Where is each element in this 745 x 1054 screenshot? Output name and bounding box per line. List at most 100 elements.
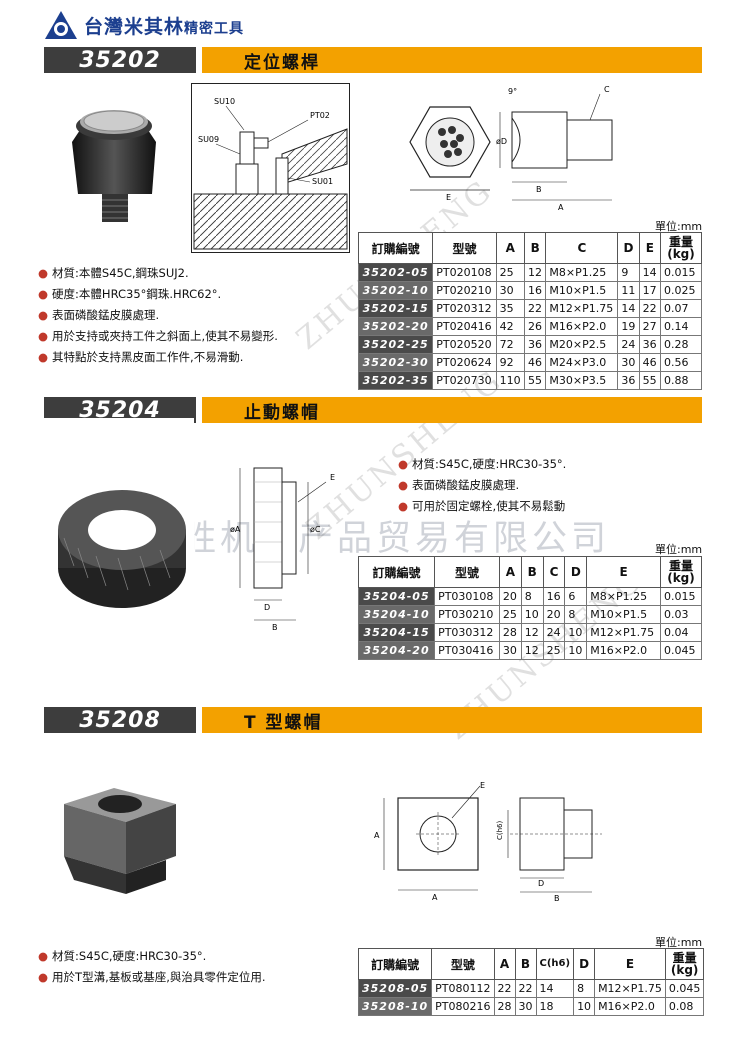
table-cell: 10 bbox=[520, 605, 544, 624]
table-cell: 20 bbox=[498, 587, 522, 606]
order-code-cell: 35204-15 bbox=[357, 623, 436, 642]
table-cell: 12 bbox=[520, 623, 544, 642]
table-cell: 0.08 bbox=[664, 997, 705, 1016]
table-cell: 12 bbox=[524, 263, 547, 282]
label-su10: SU10 bbox=[214, 97, 235, 106]
table-cell: 10 bbox=[564, 623, 588, 642]
table-cell: 8 bbox=[573, 979, 596, 998]
col-model: 型號 bbox=[432, 232, 497, 264]
col-e: E bbox=[638, 232, 662, 264]
note-item: ●材質:S45C,硬度:HRC30-35°. bbox=[398, 457, 567, 471]
table-cell: 110 bbox=[495, 371, 526, 390]
table-cell: 16 bbox=[542, 587, 566, 606]
order-code-cell: 35208-05 bbox=[357, 979, 433, 998]
section-header: 35202 定位螺桿 bbox=[44, 47, 702, 73]
table-cell: 92 bbox=[495, 353, 526, 372]
order-code-cell: 35204-05 bbox=[357, 587, 436, 606]
table-cell: 0.045 bbox=[660, 641, 702, 660]
table-cell: 20 bbox=[542, 605, 566, 624]
note-item: ●其特點於支持黑皮面工作件,不易滑動. bbox=[38, 350, 244, 364]
table-cell: M30×P3.5 bbox=[545, 371, 619, 390]
order-code-cell: 35202-15 bbox=[357, 299, 434, 318]
table-cell: 0.04 bbox=[660, 623, 702, 642]
table-cell: 0.045 bbox=[664, 979, 705, 998]
order-code-cell: 35202-10 bbox=[357, 281, 434, 300]
label-e: E bbox=[330, 473, 335, 482]
note-item: ●用於支持或夾持工件之斜面上,使其不易變形. bbox=[38, 329, 278, 343]
col-order-no: 訂購編號 bbox=[357, 948, 433, 980]
table-cell: 24 bbox=[542, 623, 566, 642]
section-title: 止動螺帽 bbox=[202, 397, 702, 423]
unit-label: 單位:mm bbox=[655, 220, 703, 233]
table-cell: PT030210 bbox=[434, 605, 500, 624]
label-a: øA bbox=[230, 525, 241, 534]
order-code-cell: 35202-35 bbox=[357, 371, 434, 390]
table-cell: M16×P2.0 bbox=[586, 641, 661, 660]
table-cell: PT020624 bbox=[432, 353, 497, 372]
product-photo bbox=[44, 418, 194, 658]
dimension-drawing: A E A C(h6) D B bbox=[374, 781, 602, 903]
table-cell: PT030312 bbox=[434, 623, 500, 642]
table-cell: 28 bbox=[498, 623, 522, 642]
label-a: A bbox=[374, 831, 380, 840]
section-title: 定位螺桿 bbox=[202, 47, 702, 73]
notes-list: ●材質:本體S45C,鋼珠SUJ2. ●硬度:本體HRC35°鋼珠.HRC62°… bbox=[38, 263, 278, 368]
table-cell: M8×P1.25 bbox=[586, 587, 661, 606]
table-cell: 28 bbox=[493, 997, 516, 1016]
brand-header: 台灣米其林精密工具 bbox=[44, 10, 244, 40]
table-cell: 10 bbox=[564, 641, 588, 660]
table-cell: 16 bbox=[524, 281, 547, 300]
order-code-cell: 35204-20 bbox=[357, 641, 436, 660]
table-cell: 30 bbox=[514, 997, 537, 1016]
col-c: C bbox=[542, 556, 566, 588]
table-cell: 27 bbox=[638, 317, 662, 336]
table-cell: 0.025 bbox=[660, 281, 702, 300]
label-a2: A bbox=[432, 893, 438, 902]
section-code: 35208 bbox=[44, 707, 196, 733]
table-cell: PT020730 bbox=[432, 371, 497, 390]
table-cell: 36 bbox=[617, 371, 640, 390]
dimension-drawing: øA øC E D B bbox=[230, 467, 335, 632]
col-model: 型號 bbox=[434, 556, 500, 588]
table-cell: 12 bbox=[520, 641, 544, 660]
label-d: øD bbox=[496, 137, 507, 146]
col-d: D bbox=[564, 556, 588, 588]
table-cell: 8 bbox=[520, 587, 544, 606]
notes-list: ●材質:S45C,硬度:HRC30-35°. ●用於T型溝,基板或基座,與治具零… bbox=[38, 946, 266, 988]
table-cell: PT080112 bbox=[431, 979, 495, 998]
col-b: B bbox=[524, 232, 547, 264]
section-code: 35202 bbox=[44, 47, 196, 73]
table-cell: 14 bbox=[617, 299, 640, 318]
gear-logo-icon bbox=[45, 11, 77, 39]
table-cell: 0.56 bbox=[660, 353, 702, 372]
label-c: C bbox=[604, 85, 610, 94]
table-cell: 35 bbox=[495, 299, 526, 318]
note-item: ●可用於固定螺栓,使其不易鬆動 bbox=[398, 499, 566, 513]
table-header-row: 訂購編號 型號 A B C D E 重量(kg) bbox=[357, 556, 702, 588]
label-b: B bbox=[554, 894, 560, 903]
note-item: ●材質:本體S45C,鋼珠SUJ2. bbox=[38, 266, 189, 280]
col-order-no: 訂購編號 bbox=[357, 556, 436, 588]
table-header-row: 訂購編號 型號 A B C(h6) D E 重量(kg) bbox=[357, 948, 705, 980]
col-c: C bbox=[545, 232, 619, 264]
table-cell: 22 bbox=[638, 299, 662, 318]
label-e: E bbox=[446, 193, 451, 202]
col-model: 型號 bbox=[431, 948, 495, 980]
table-cell: 22 bbox=[493, 979, 516, 998]
table-cell: M12×P1.75 bbox=[545, 299, 619, 318]
table-cell: 30 bbox=[617, 353, 640, 372]
col-a: A bbox=[495, 232, 526, 264]
table-cell: PT020416 bbox=[432, 317, 497, 336]
order-code-cell: 35202-30 bbox=[357, 353, 434, 372]
